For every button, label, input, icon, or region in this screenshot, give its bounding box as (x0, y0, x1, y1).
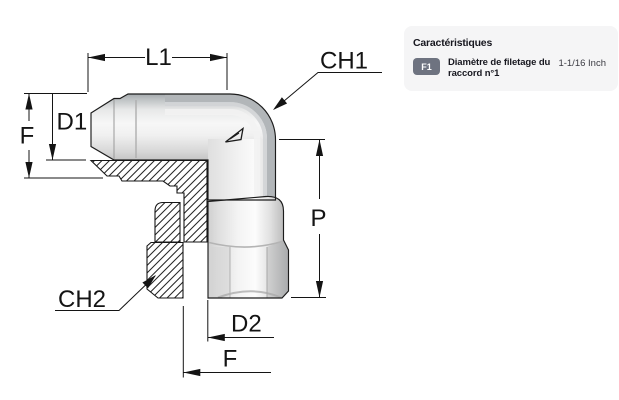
corner-highlight (165, 109, 261, 196)
dimension-f-left (24, 93, 103, 179)
dim-label-ch2: CH2 (58, 286, 106, 313)
nut-right-facet (267, 240, 289, 298)
dimension-p (279, 139, 326, 298)
characteristic-value: 1-1/16 Inch (558, 58, 606, 69)
dimensions (24, 53, 382, 378)
characteristic-row: F1 Diamètre de filetage du raccord n°1 1… (413, 57, 610, 79)
dim-label-d1: D1 (57, 109, 88, 136)
dim-label-l1: L1 (145, 44, 172, 71)
nut-wall-section (154, 201, 181, 243)
characteristic-label: Diamètre de filetage du raccord n°1 (448, 57, 551, 79)
section-hatching (89, 159, 208, 299)
taper-symbol (225, 126, 244, 143)
dimension-f-bottom (182, 306, 271, 378)
body-section (89, 159, 208, 243)
nut-chamfer-curve (208, 240, 283, 248)
corner-dark-band (165, 93, 276, 197)
dim-label-p: P (310, 205, 326, 232)
nut-hex-section (146, 241, 184, 299)
leader-ch1 (273, 72, 382, 110)
dim-label-f-bottom: F (223, 346, 238, 373)
dimension-d1 (46, 94, 86, 161)
f1-badge: F1 (413, 58, 440, 75)
fitting-body (90, 93, 290, 299)
dim-label-f-left: F (20, 123, 35, 150)
characteristics-panel: Caractéristiques F1 Diamètre de filetage… (404, 26, 618, 91)
dimension-d2 (207, 300, 274, 342)
dim-label-ch1: CH1 (320, 48, 368, 75)
dim-label-d2: D2 (231, 311, 262, 338)
nut-left-facet (208, 247, 230, 298)
nut-outline (207, 195, 290, 299)
leader-ch2 (55, 275, 156, 311)
dimension-labels: L1 CH1 D1 F P CH2 D2 F (20, 44, 368, 373)
dimension-l1 (87, 53, 228, 92)
panel-title: Caractéristiques (413, 37, 493, 49)
corner-mid-band (165, 102, 268, 197)
nut-bottom-shading (217, 290, 282, 299)
